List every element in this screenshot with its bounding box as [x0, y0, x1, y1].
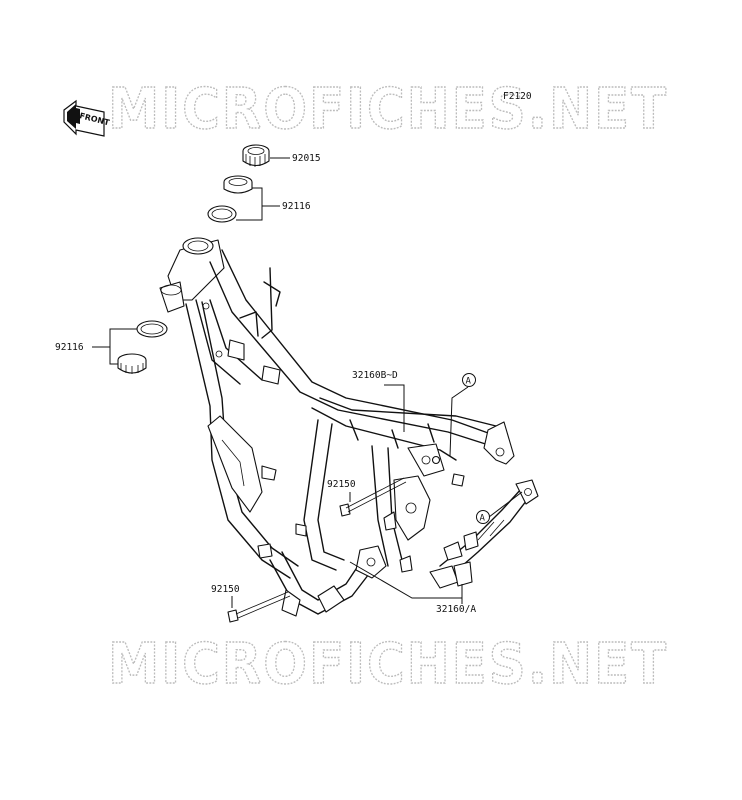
watermark-top: MICROFICHES.NET	[108, 77, 668, 142]
part-label-32160B-D: 32160B~D	[352, 370, 398, 381]
part-label-92150-upper: 92150	[327, 479, 356, 490]
lower-race-icon	[136, 320, 168, 338]
bolt-upper-icon	[339, 477, 407, 517]
reference-marker-bottom: A	[476, 491, 523, 524]
bolt-lower-icon	[227, 591, 291, 623]
part-label-92116-upper: 92116	[282, 201, 311, 212]
part-label-32160-A: 32160/A	[436, 604, 476, 615]
watermark-bottom: MICROFICHES.NET	[108, 632, 668, 697]
upper-bearing-icon	[223, 175, 253, 194]
svg-text:A: A	[480, 514, 486, 524]
upper-race-icon	[207, 205, 237, 223]
subframe-part	[429, 479, 539, 589]
part-label-92150-lower: 92150	[211, 584, 240, 595]
frame-assembly	[159, 237, 515, 617]
part-label-92116-lower: 92116	[55, 342, 84, 353]
lower-bearing-icon	[117, 353, 147, 374]
steering-stem-nut-icon	[242, 144, 270, 167]
svg-text:A: A	[466, 377, 472, 387]
part-label-92015: 92015	[292, 153, 321, 164]
diagram-code: F2120	[503, 91, 532, 102]
front-arrow-icon: FRONT	[63, 99, 111, 137]
reference-marker-top: A	[449, 373, 476, 457]
